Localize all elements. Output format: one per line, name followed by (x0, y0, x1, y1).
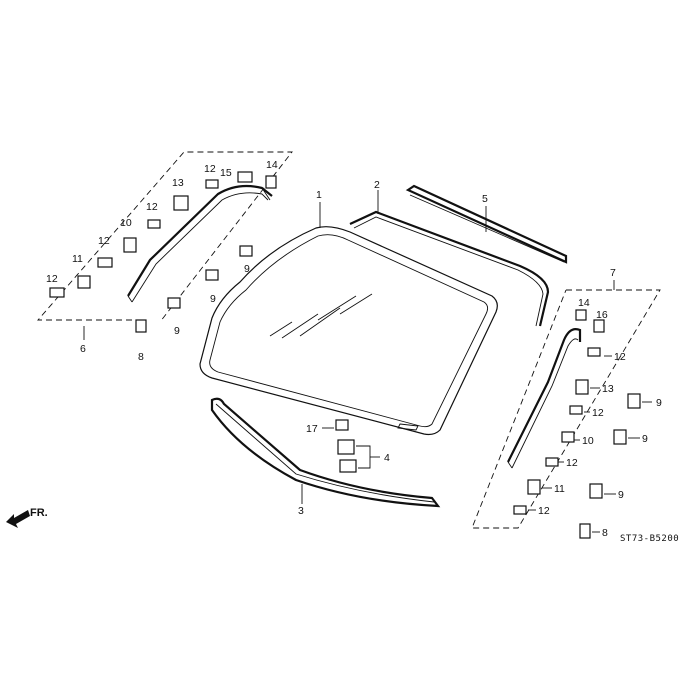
label-right-9b: 9 (642, 433, 648, 445)
label-part-5: 5 (482, 193, 488, 205)
label-right-13: 13 (602, 383, 614, 395)
upper-molding (349, 210, 550, 327)
right-side-molding (507, 328, 582, 469)
label-right-12d: 12 (538, 505, 550, 517)
label-left-9a: 9 (174, 325, 180, 337)
label-part-7: 7 (610, 267, 616, 279)
label-right-9a: 9 (656, 397, 662, 409)
label-part-4: 4 (384, 452, 390, 464)
label-part-6: 6 (80, 343, 86, 355)
label-right-12c: 12 (566, 457, 578, 469)
label-left-9c: 9 (244, 263, 250, 275)
roof-seal (405, 184, 568, 264)
label-left-12c: 12 (146, 201, 158, 213)
label-left-11: 11 (72, 253, 83, 265)
label-left-10: 10 (120, 217, 132, 229)
label-left-14: 14 (266, 159, 278, 171)
front-label: FR. (30, 507, 48, 519)
label-right-9c: 9 (618, 489, 624, 501)
label-part-3: 3 (298, 505, 304, 517)
front-direction-arrow: FR. (6, 507, 48, 528)
label-part-2: 2 (374, 179, 380, 191)
label-part-1: 1 (316, 189, 322, 201)
label-right-12b: 12 (592, 407, 604, 419)
left-clips (49, 171, 277, 333)
label-right-10: 10 (582, 435, 594, 447)
label-left-12d: 12 (204, 163, 216, 175)
diagram-code: ST73-B5200 (620, 534, 679, 544)
label-left-13: 13 (172, 177, 184, 189)
label-right-16: 16 (596, 309, 608, 321)
lower-molding (210, 397, 441, 508)
label-right-14: 14 (578, 297, 590, 309)
label-left-8: 8 (138, 351, 144, 363)
label-left-12b: 12 (98, 235, 110, 247)
label-part-17: 17 (306, 423, 318, 435)
label-left-15: 15 (220, 167, 232, 179)
label-right-8: 8 (602, 527, 608, 539)
left-side-molding (127, 184, 273, 303)
label-left-12a: 12 (46, 273, 58, 285)
left-group-box (37, 151, 293, 323)
right-clips (513, 309, 641, 539)
label-left-9b: 9 (210, 293, 216, 305)
leader-lines (83, 190, 652, 533)
label-right-11: 11 (554, 483, 565, 495)
center-fasteners (335, 419, 357, 473)
windshield-glass (199, 226, 498, 436)
right-group-box (471, 289, 661, 529)
label-right-12a: 12 (614, 351, 626, 363)
